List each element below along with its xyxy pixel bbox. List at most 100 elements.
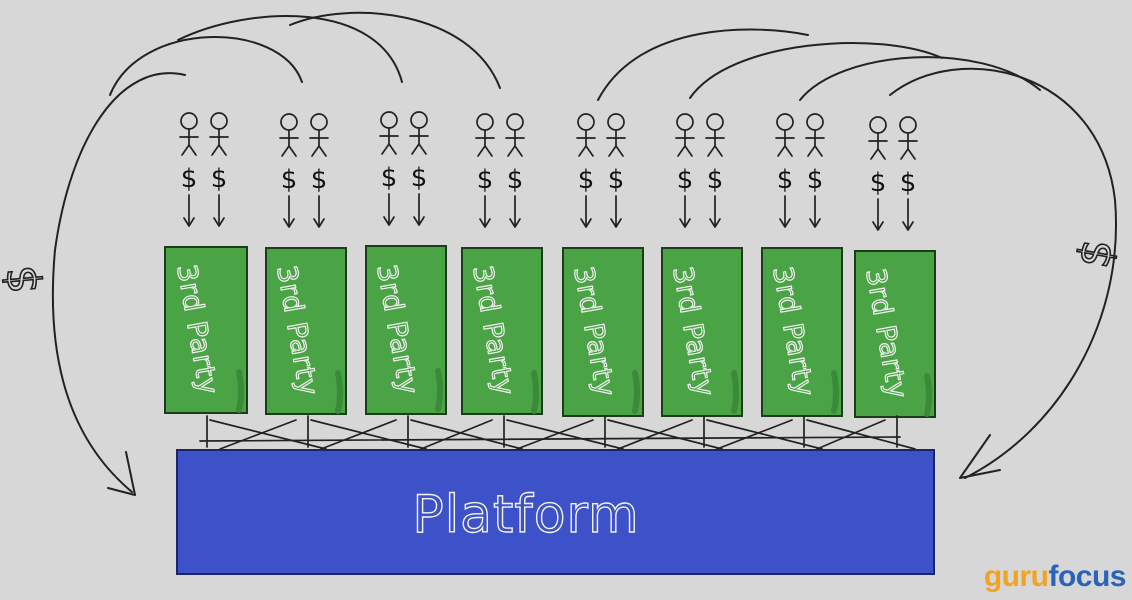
stick-figure-legs (578, 145, 594, 157)
connector-cross (506, 419, 624, 450)
stick-figure-icon (606, 113, 626, 157)
user-payment-label: $ (608, 165, 625, 195)
third-party-box-shading (731, 370, 739, 414)
user-payment-label: $ (411, 163, 428, 193)
connector-cross (516, 419, 594, 450)
third-party-box: 3rd Party (661, 247, 743, 417)
third-party-box-fill (164, 246, 248, 414)
down-arrow-icon (610, 218, 622, 228)
down-arrow-icon (509, 218, 521, 228)
stick-figure-icon (675, 113, 695, 157)
down-arrow-icon (779, 218, 791, 228)
user-payment-label: $ (677, 165, 694, 195)
stick-figure-legs (411, 143, 427, 155)
stick-figure-legs (677, 145, 693, 157)
stick-figure-legs (870, 148, 886, 160)
stick-figure-legs (477, 145, 493, 157)
user-group: $ (279, 113, 299, 228)
money-flow-arc (799, 56, 1041, 101)
third-party-box-fill (365, 245, 447, 415)
user-payment-label: $ (578, 165, 595, 195)
user-group: $ (805, 113, 825, 228)
down-arrow-icon (809, 218, 821, 228)
user-payment-label: $ (311, 165, 328, 195)
third-party-box: 3rd Party (854, 250, 936, 418)
user-group: $ (505, 113, 525, 228)
stick-figure-icon (868, 116, 888, 160)
third-party-box-shading (435, 368, 443, 412)
stick-figure-head (210, 112, 228, 130)
third-party-box-fill (661, 247, 743, 417)
third-party-box-shading (335, 370, 343, 414)
stick-figure-head (380, 111, 398, 129)
down-arrow-icon (872, 221, 884, 231)
stick-figure-legs (211, 144, 227, 156)
stick-figure-icon (775, 113, 795, 157)
user-payment-label: $ (777, 165, 794, 195)
user-payment-label: $ (900, 168, 917, 198)
user-group: $ (179, 112, 199, 227)
stick-figure-head (180, 112, 198, 130)
connector-cross (607, 419, 723, 450)
third-party-box-fill (461, 247, 543, 415)
logo-focus: focus (1048, 560, 1126, 593)
user-payment-label: $ (211, 164, 228, 194)
user-group: $ (705, 113, 725, 228)
money-flow-arc (289, 11, 501, 89)
down-arrow-icon (679, 218, 691, 228)
stick-figure-icon (505, 113, 525, 157)
third-party-box: 3rd Party (265, 247, 347, 415)
down-arrow-icon (902, 221, 914, 231)
money-flow-arc (889, 67, 1117, 479)
stick-figure-head (706, 113, 724, 131)
user-payment-label: $ (507, 165, 524, 195)
user-group: $ (868, 116, 888, 231)
user-payment-label: $ (181, 164, 198, 194)
down-arrow-icon (213, 217, 225, 227)
stick-figure-legs (381, 143, 397, 155)
connector-cross (320, 419, 397, 450)
stick-figure-icon (805, 113, 825, 157)
user-group: $ (379, 111, 399, 226)
third-party-box: 3rd Party (761, 247, 843, 417)
stick-figure-legs (281, 145, 297, 157)
third-party-box-fill (562, 247, 644, 417)
user-group: $ (475, 113, 495, 228)
stick-figure-legs (807, 145, 823, 157)
user-payment-label: $ (870, 168, 887, 198)
down-arrow-icon (580, 218, 592, 228)
stick-figure-icon (898, 116, 918, 160)
stick-figure-legs (311, 145, 327, 157)
down-arrow-icon (413, 216, 425, 226)
stick-figure-legs (507, 145, 523, 157)
third-party-box-shading (236, 369, 244, 413)
stick-figure-legs (181, 144, 197, 156)
connector-cross (806, 419, 916, 450)
third-party-box: 3rd Party (365, 245, 447, 415)
stick-figure-head (607, 113, 625, 131)
down-arrow-icon (313, 218, 325, 228)
stick-figure-head (506, 113, 524, 131)
money-flow-arc (51, 72, 186, 493)
connector-cross (706, 419, 823, 450)
stick-figure-legs (608, 145, 624, 157)
third-party-box-shading (531, 370, 539, 414)
connector-cross (716, 419, 793, 450)
stick-figure-legs (900, 148, 916, 160)
stick-figure-icon (179, 112, 199, 156)
connector-cross (410, 419, 523, 450)
platform-box (176, 449, 935, 575)
stick-figure-icon (379, 111, 399, 155)
connector-cross (209, 419, 327, 450)
stick-figure-head (676, 113, 694, 131)
stick-figure-head (869, 116, 887, 134)
down-arrow-icon (709, 218, 721, 228)
third-party-box-fill (265, 247, 347, 415)
third-party-box: 3rd Party (461, 247, 543, 415)
stick-figure-icon (475, 113, 495, 157)
third-party-box-shading (924, 373, 932, 417)
arrowhead-left-icon (107, 451, 136, 496)
stick-figure-icon (705, 113, 725, 157)
